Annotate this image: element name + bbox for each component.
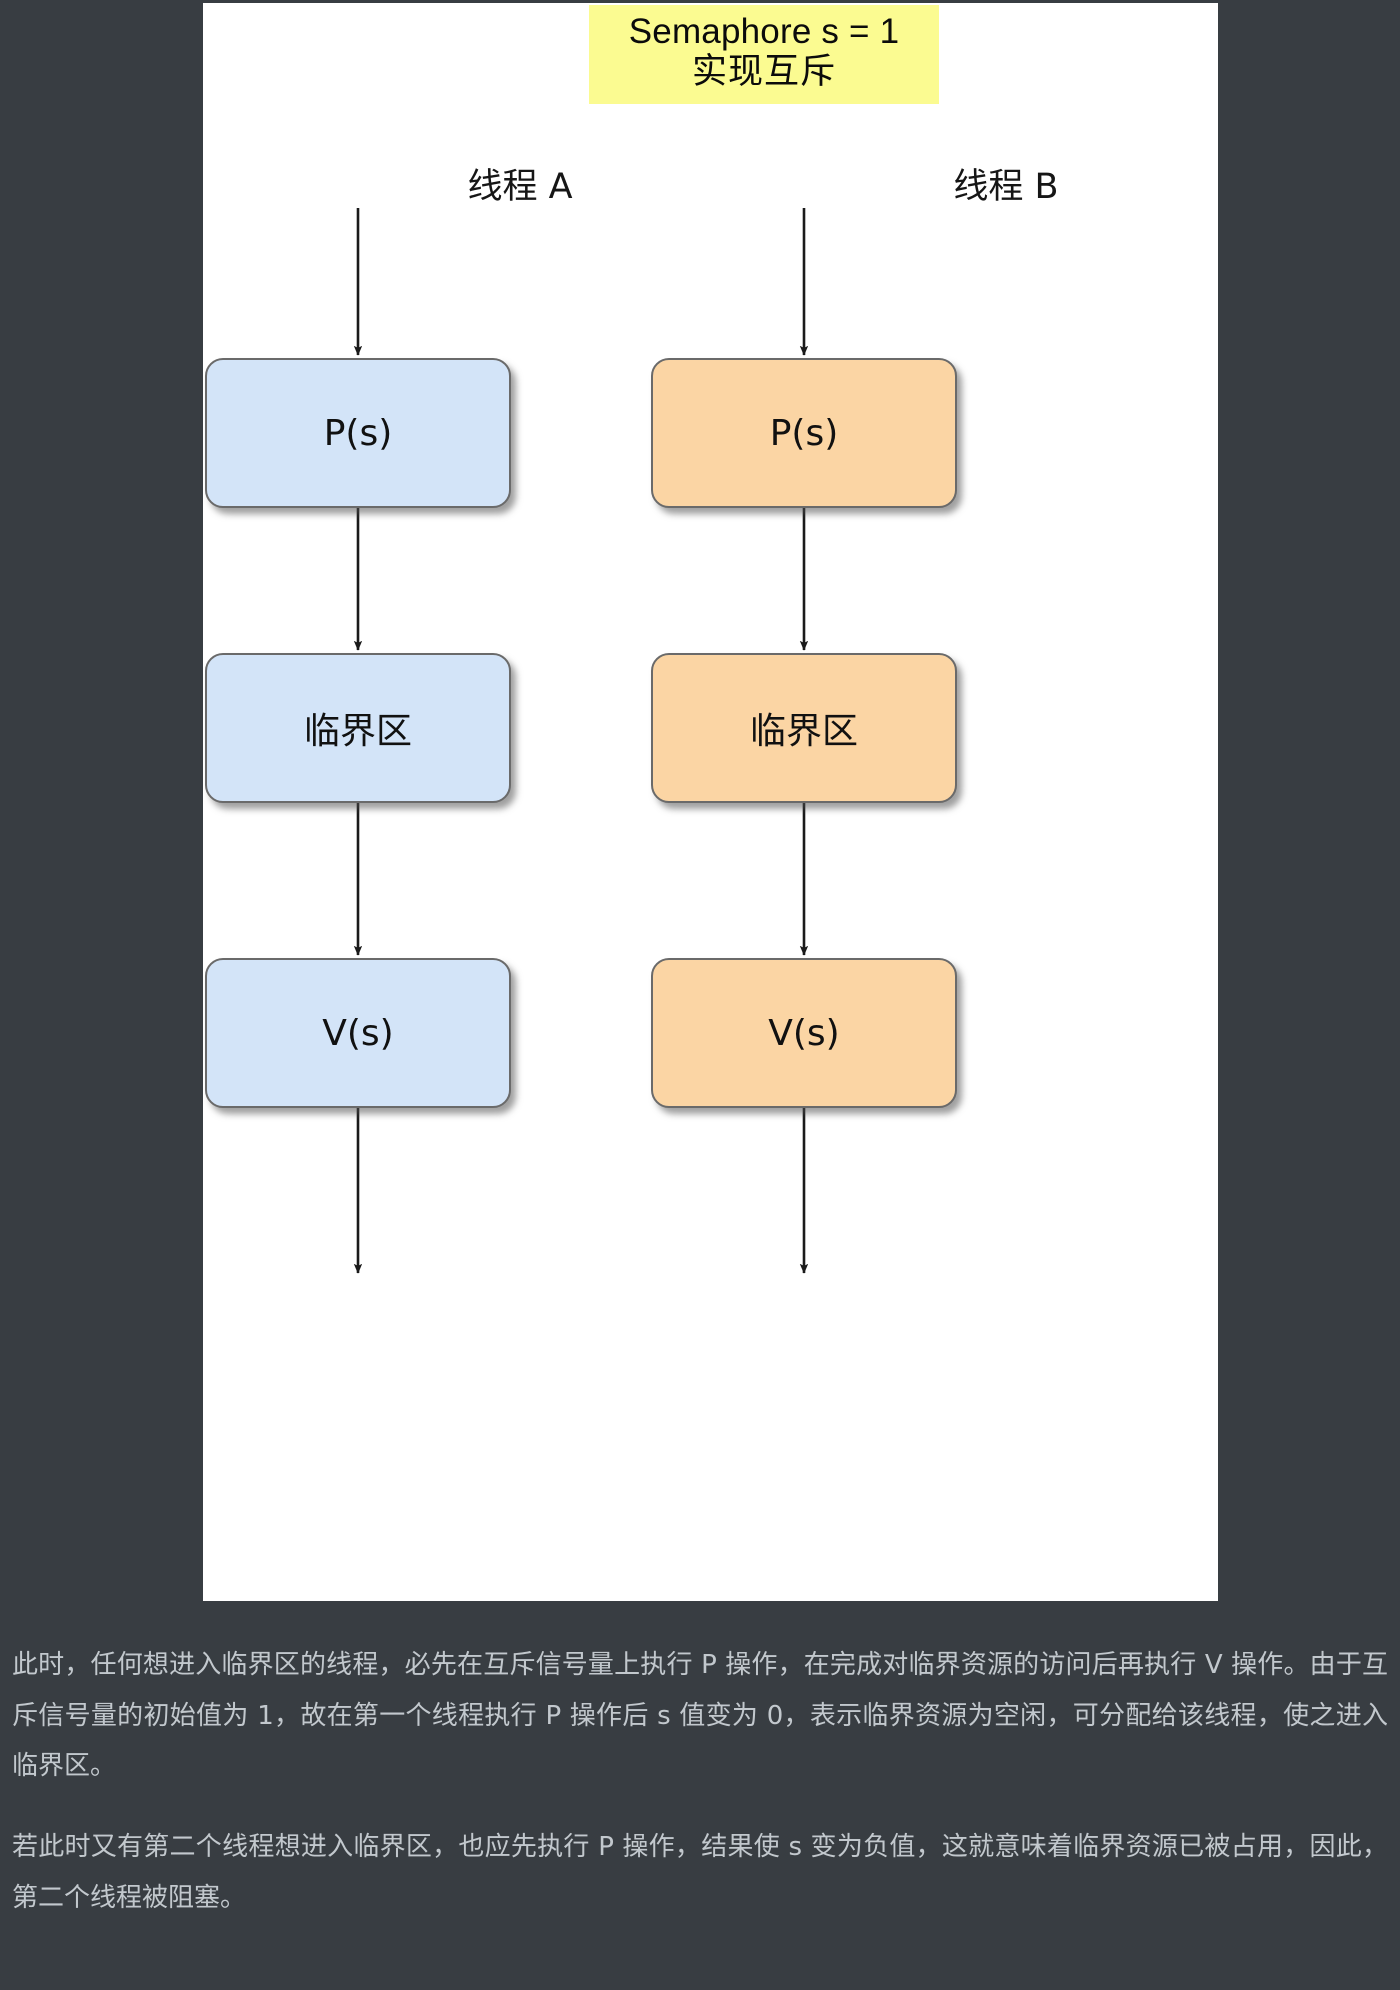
explanation-text: 此时，任何想进入临界区的线程，必先在互斥信号量上执行 P 操作，在完成对临界资源… — [12, 1640, 1388, 1953]
thread-a-v-operation-box: V(s) — [205, 958, 511, 1108]
diagram-canvas: Semaphore s = 1 实现互斥 线程 A 线程 B P(s) 临界区 … — [203, 3, 1218, 1601]
semaphore-title-banner: Semaphore s = 1 实现互斥 — [589, 5, 939, 104]
explanation-paragraph-1: 此时，任何想进入临界区的线程，必先在互斥信号量上执行 P 操作，在完成对临界资源… — [12, 1650, 1388, 1782]
semaphore-title-line-1: Semaphore s = 1 — [628, 12, 900, 51]
thread-a-critical-section-box: 临界区 — [205, 653, 511, 803]
semaphore-title-line-2: 实现互斥 — [691, 52, 836, 93]
thread-b-v-operation-box: V(s) — [651, 958, 957, 1108]
thread-a-p-operation-box: P(s) — [205, 358, 511, 508]
explanation-paragraph-2: 若此时又有第二个线程想进入临界区，也应先执行 P 操作，结果使 s 变为负值，这… — [12, 1832, 1388, 1913]
thread-b-p-operation-box: P(s) — [651, 358, 957, 508]
connector-arrows-layer — [353, 208, 809, 1274]
thread-a-label: 线程 A — [467, 167, 573, 207]
thread-b-label: 线程 B — [953, 167, 1059, 207]
thread-b-critical-section-box: 临界区 — [651, 653, 957, 803]
